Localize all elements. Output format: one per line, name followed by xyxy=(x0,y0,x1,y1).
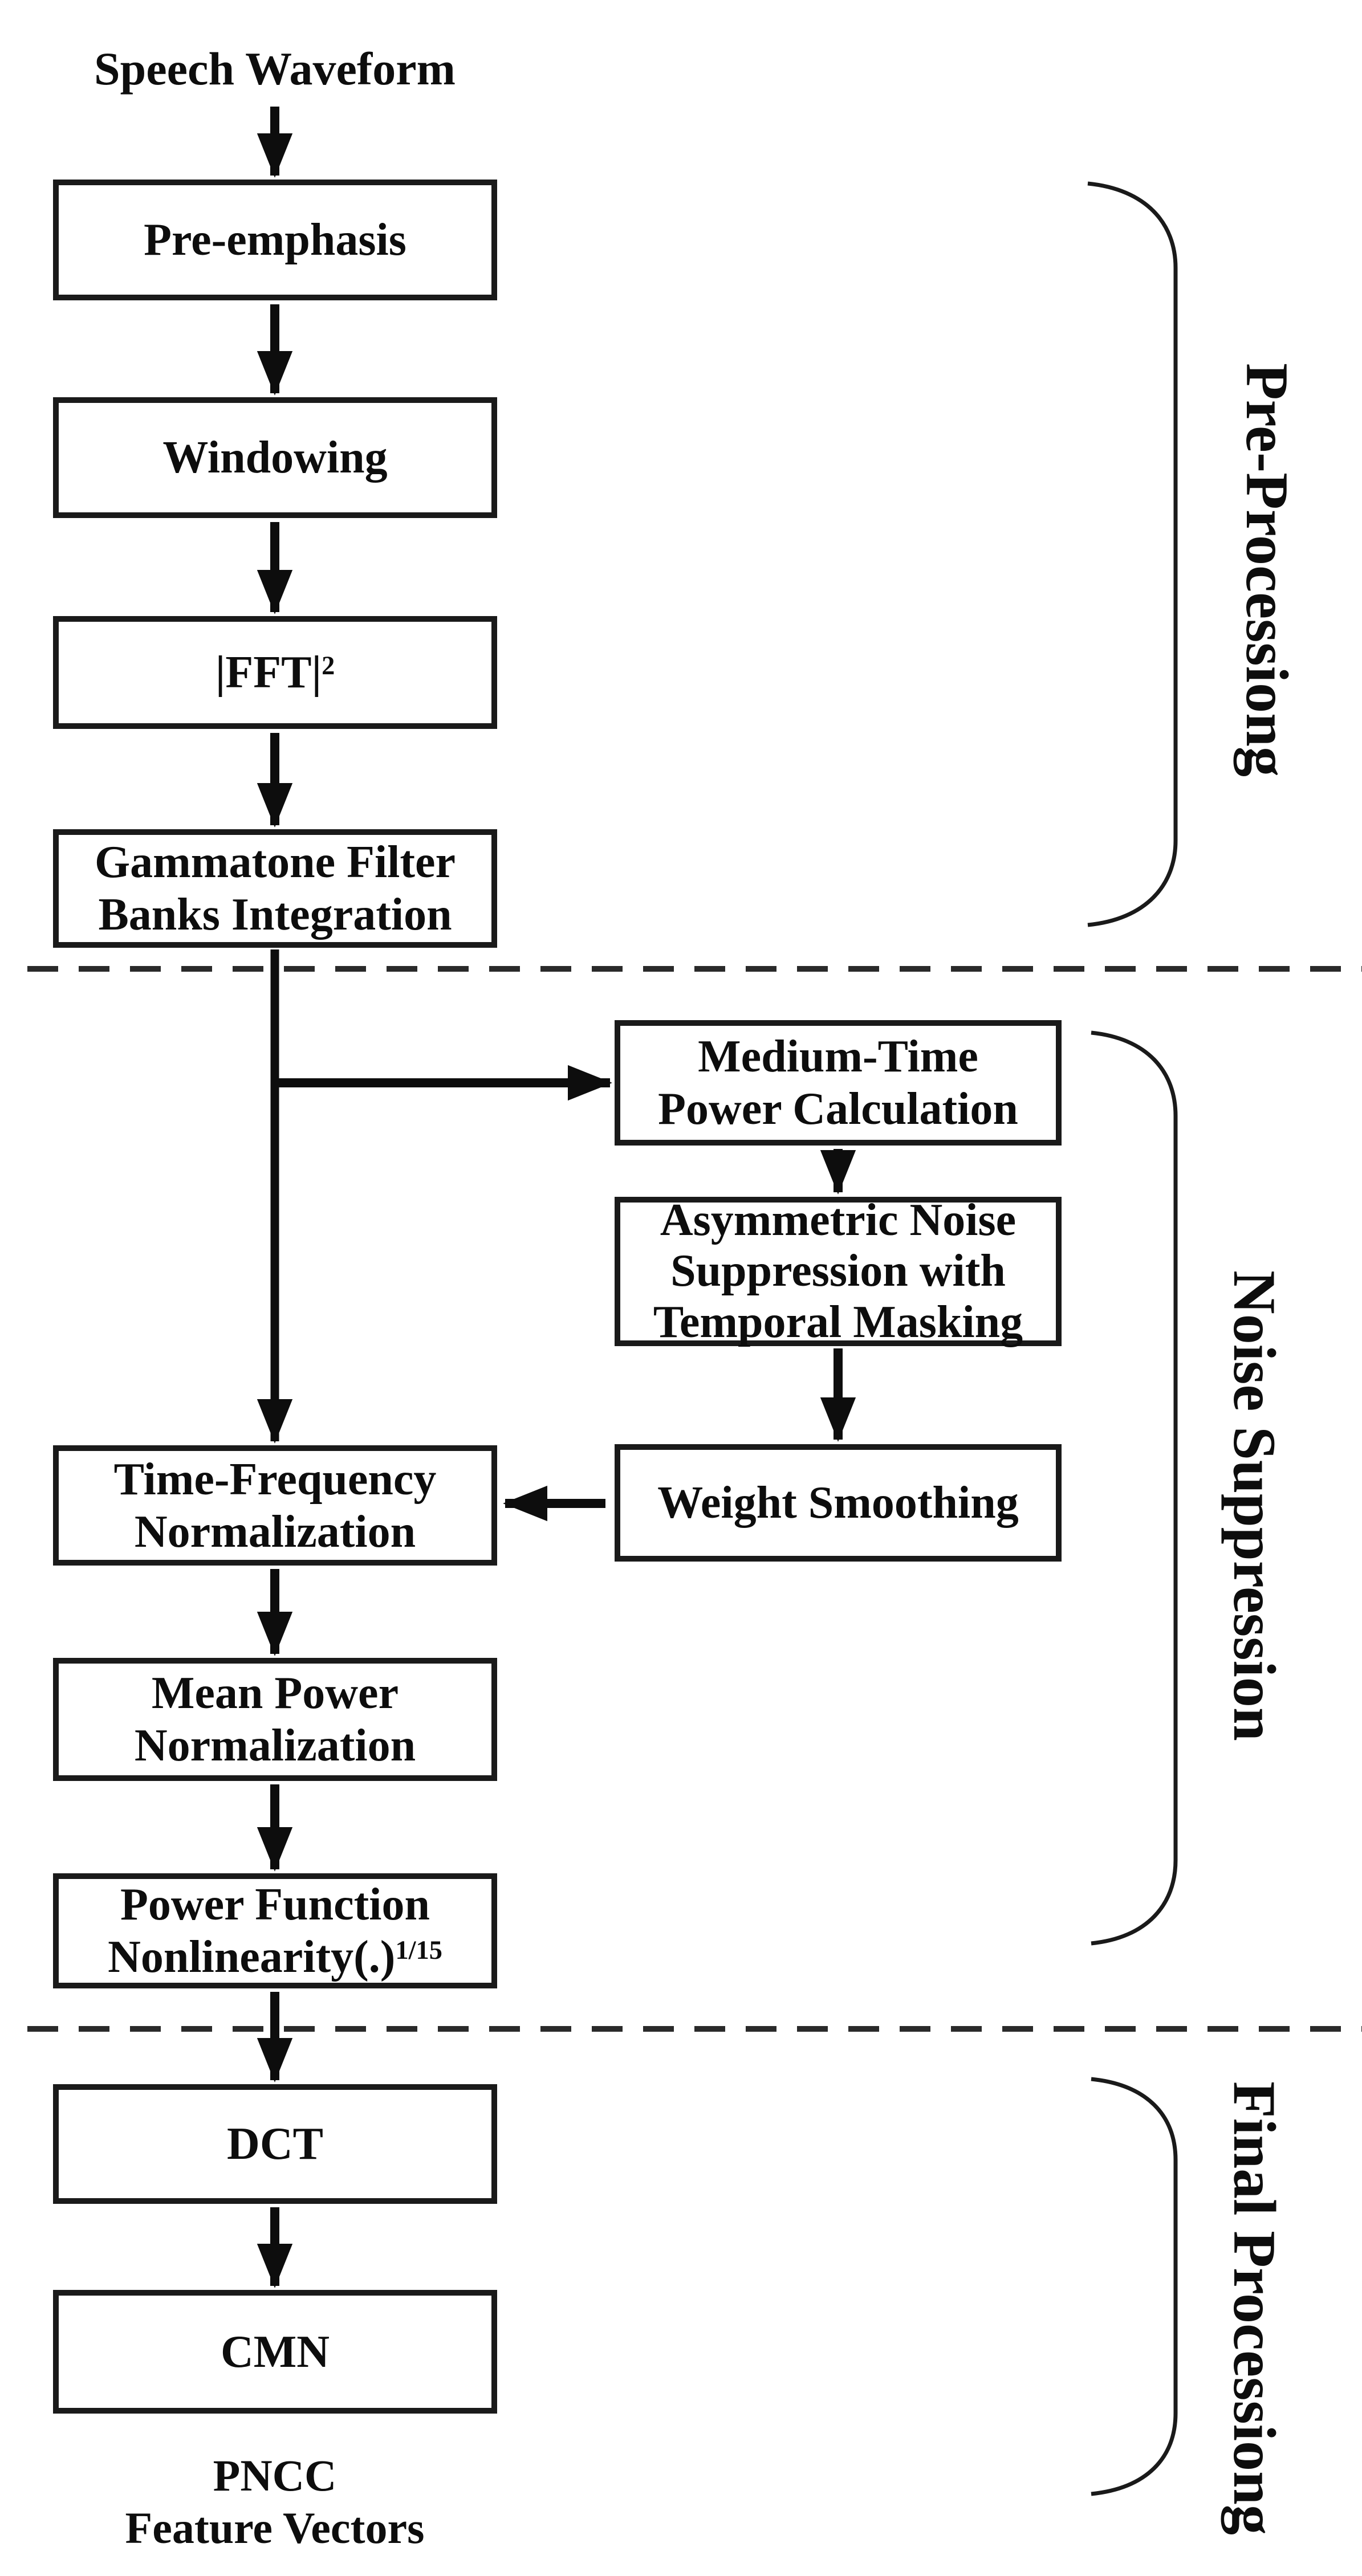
node-label: Temporal Masking xyxy=(653,1297,1023,1347)
node-pre-emphasis: Pre-emphasis xyxy=(53,180,497,300)
node-label: Banks Integration xyxy=(98,890,452,940)
output-label-line1: PNCC xyxy=(213,2451,337,2500)
node-label-exponent: 2 xyxy=(322,651,335,680)
bracket-final-processing xyxy=(1091,2077,1178,2496)
node-label: Power Function xyxy=(120,1880,430,1930)
bracket-pre-processing xyxy=(1087,181,1178,927)
bracket-noise-suppression xyxy=(1091,1030,1178,1946)
node-label: CMN xyxy=(220,2326,330,2377)
node-medium-time-power: Medium-Time Power Calculation xyxy=(615,1020,1062,1146)
node-windowing: Windowing xyxy=(53,397,497,518)
node-label: Nonlinearity(.) xyxy=(108,1932,396,1982)
node-asymmetric-noise-suppression: Asymmetric Noise Suppression with Tempor… xyxy=(615,1195,1062,1347)
node-power-function-nonlinearity: Power Function Nonlinearity(.)1/15 xyxy=(53,1873,497,1988)
output-label: PNCC Feature Vectors xyxy=(125,2449,425,2554)
node-label: Windowing xyxy=(162,433,388,483)
node-label: DCT xyxy=(227,2119,323,2169)
node-label: |FFT| xyxy=(215,647,322,698)
node-label-exponent: 1/15 xyxy=(395,1935,442,1965)
node-label: Gammatone Filter xyxy=(94,837,456,887)
node-weight-smoothing: Weight Smoothing xyxy=(615,1444,1062,1562)
node-dct: DCT xyxy=(53,2084,497,2204)
stage-label-final-processing: Final Processiong xyxy=(1221,2081,1288,2535)
node-label: Power Calculation xyxy=(658,1084,1018,1134)
node-label: Suppression with xyxy=(670,1246,1006,1297)
node-time-frequency-normalization: Time-Frequency Normalization xyxy=(53,1445,497,1566)
node-label: Mean Power xyxy=(151,1668,399,1718)
node-label: Weight Smoothing xyxy=(657,1478,1019,1528)
node-gammatone-filter-banks: Gammatone Filter Banks Integration xyxy=(53,829,497,948)
node-label: Pre-emphasis xyxy=(144,215,406,265)
node-label: Medium-Time xyxy=(698,1032,978,1082)
node-label: Asymmetric Noise xyxy=(660,1195,1017,1245)
node-label: Normalization xyxy=(134,1506,416,1557)
node-label: Time-Frequency xyxy=(113,1454,437,1505)
node-mean-power-normalization: Mean Power Normalization xyxy=(53,1658,497,1781)
node-fft-squared: |FFT|2 xyxy=(53,616,497,729)
stage-label-noise-suppression: Noise Suppression xyxy=(1221,1270,1288,1741)
node-cmn: CMN xyxy=(53,2290,497,2414)
node-label: Normalization xyxy=(134,1721,416,1771)
stage-label-pre-processing: Pre-Processiong xyxy=(1234,362,1300,777)
input-label: Speech Waveform xyxy=(94,43,456,95)
output-label-line2: Feature Vectors xyxy=(125,2503,425,2553)
